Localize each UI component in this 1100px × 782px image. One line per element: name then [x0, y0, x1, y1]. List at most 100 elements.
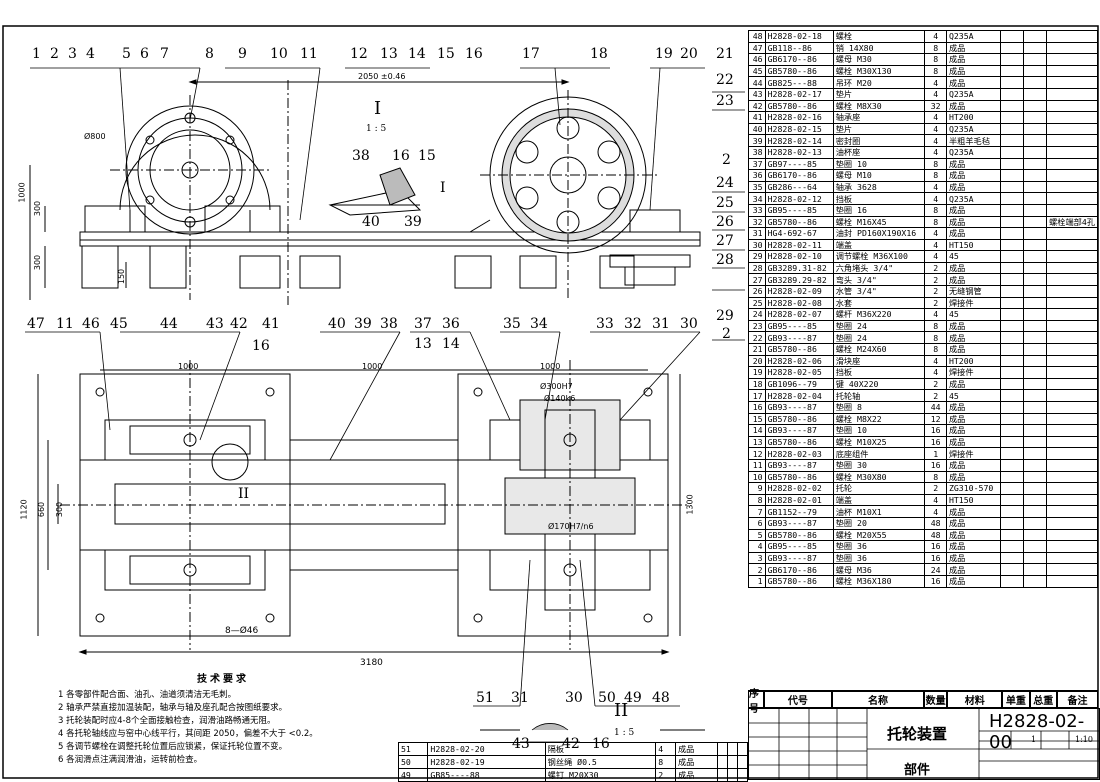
bom-cell-qty: 8 — [924, 41, 947, 55]
dim-phi170: Ø170H7/n6 — [548, 522, 594, 531]
balloon: 39 — [404, 214, 422, 230]
balloon: 9 — [238, 46, 247, 62]
balloon: 34 — [530, 316, 548, 332]
bom-cell-no: 40 — [748, 122, 766, 136]
bom-cell-mat: 焊接件 — [945, 296, 1001, 310]
bom-cell-mat: 无缝钢管 — [945, 285, 1001, 298]
bom-cell-unit — [999, 296, 1025, 310]
dim-phi300: Ø300H7 — [540, 382, 573, 391]
bom-cell-rem — [1046, 563, 1098, 576]
bom-cell-name: 挡板 — [832, 366, 926, 379]
bom-cell-tot — [1022, 169, 1048, 182]
bom-cell-tot — [1022, 377, 1048, 391]
bom-cell-unit — [999, 41, 1025, 55]
balloon: 31 — [511, 690, 529, 706]
bom-cell-rem — [737, 755, 748, 769]
dim-1300: 1300 — [685, 494, 695, 515]
balloon: 33 — [596, 316, 614, 332]
bom-cell-rem — [1046, 401, 1098, 414]
bom-cell-name: 螺母 M10 — [832, 169, 926, 182]
bom-cell-mat: 45 — [945, 250, 1001, 263]
bom-cell-qty: 12 — [924, 412, 947, 426]
bom-cell-mat: 成品 — [945, 227, 1001, 240]
balloon: 22 — [716, 72, 734, 88]
bom-cell-no: 37 — [748, 157, 766, 171]
bom-cell-unit — [999, 157, 1025, 171]
drawing-number: H2828-02-00 — [989, 711, 1085, 753]
balloon: 2 — [722, 152, 731, 168]
balloon: 45 — [110, 316, 128, 332]
bom-cell-qty: 8 — [924, 157, 947, 171]
dim-1000: 1000 — [17, 182, 27, 203]
bom-cell-name: 螺栓 M8X22 — [832, 412, 926, 426]
balloon: 8 — [205, 46, 214, 62]
bom-cell-no: 14 — [748, 424, 766, 437]
bom-cell-mat: 成品 — [674, 755, 719, 769]
bom-cell-unit — [999, 354, 1025, 368]
bom-cell-code: GB286---64 — [764, 180, 834, 194]
bom-cell-unit — [999, 87, 1025, 101]
bom-cell-tot — [1022, 111, 1048, 124]
section-1-view-mark: I — [440, 180, 446, 196]
bom-cell-code: H2828-02-20 — [427, 742, 546, 756]
bom-cell-mat: 成品 — [945, 76, 1001, 89]
bom-cell-rem — [1046, 551, 1098, 565]
bom-cell-mat: 成品 — [945, 99, 1001, 113]
balloon: 29 — [716, 308, 734, 324]
bom-cell-qty: 8 — [924, 319, 947, 333]
bom-cell-name: 垫圈 16 — [832, 203, 926, 217]
balloon: 14 — [442, 336, 460, 352]
balloon: 43 — [206, 316, 224, 332]
bom-cell-rem — [1046, 435, 1098, 449]
bom-cell-mat: 成品 — [945, 169, 1001, 182]
drawing-scale: 1:10 — [1075, 735, 1093, 744]
bom-cell-unit — [999, 377, 1025, 391]
bom-cell-unit — [999, 574, 1025, 588]
bom-cell-rem — [1046, 273, 1098, 287]
bom-cell-mat: 成品 — [945, 273, 1001, 287]
bom-cell-unit — [999, 227, 1025, 240]
bom-cell-tot — [1022, 261, 1048, 275]
bom-cell-rem — [1046, 134, 1098, 147]
balloon: 50 — [598, 690, 616, 706]
bom-cell-no: 12 — [748, 447, 766, 460]
bom-cell-mat: 成品 — [945, 528, 1001, 542]
bom-cell-rem — [1046, 505, 1098, 518]
bom-cell-name: 垫圈 10 — [832, 424, 926, 437]
bom-cell-no: 36 — [748, 169, 766, 182]
bom-cell-name: 螺栓 M30X80 — [832, 470, 926, 484]
balloon: 2 — [50, 46, 59, 62]
section-2-mark: II — [614, 700, 629, 721]
bom-cell-rem — [1046, 41, 1098, 55]
bom-cell-mat: 成品 — [945, 424, 1001, 437]
bom-cell-tot — [1022, 99, 1048, 113]
bom-cell-no: 5 — [748, 528, 766, 542]
bom-cell-tot — [1022, 493, 1048, 507]
bom-cell-tot — [1022, 145, 1048, 159]
balloon: 24 — [716, 175, 734, 191]
bom-cell-qty: 2 — [924, 482, 947, 495]
dim-1120: 1120 — [19, 499, 29, 520]
base-beam — [79, 231, 701, 247]
bom-cell-rem — [1046, 285, 1098, 298]
bom-cell-no: 18 — [748, 377, 766, 391]
bom-cell-no: 13 — [748, 435, 766, 449]
bom-cell-qty: 8 — [924, 203, 947, 217]
bom-cell-no: 51 — [397, 742, 429, 756]
dim-holes: 8—Ø46 — [225, 626, 259, 636]
bom-cell-mat: 成品 — [945, 180, 1001, 194]
bom-cell-qty: 2 — [924, 285, 947, 298]
bom-cell-tot — [1022, 215, 1048, 229]
bom-cell-mat: 成品 — [945, 435, 1001, 449]
bom-cell-mat: ZG310-570 — [945, 482, 1001, 495]
bom-cell-code: GB5780--86 — [764, 574, 834, 588]
